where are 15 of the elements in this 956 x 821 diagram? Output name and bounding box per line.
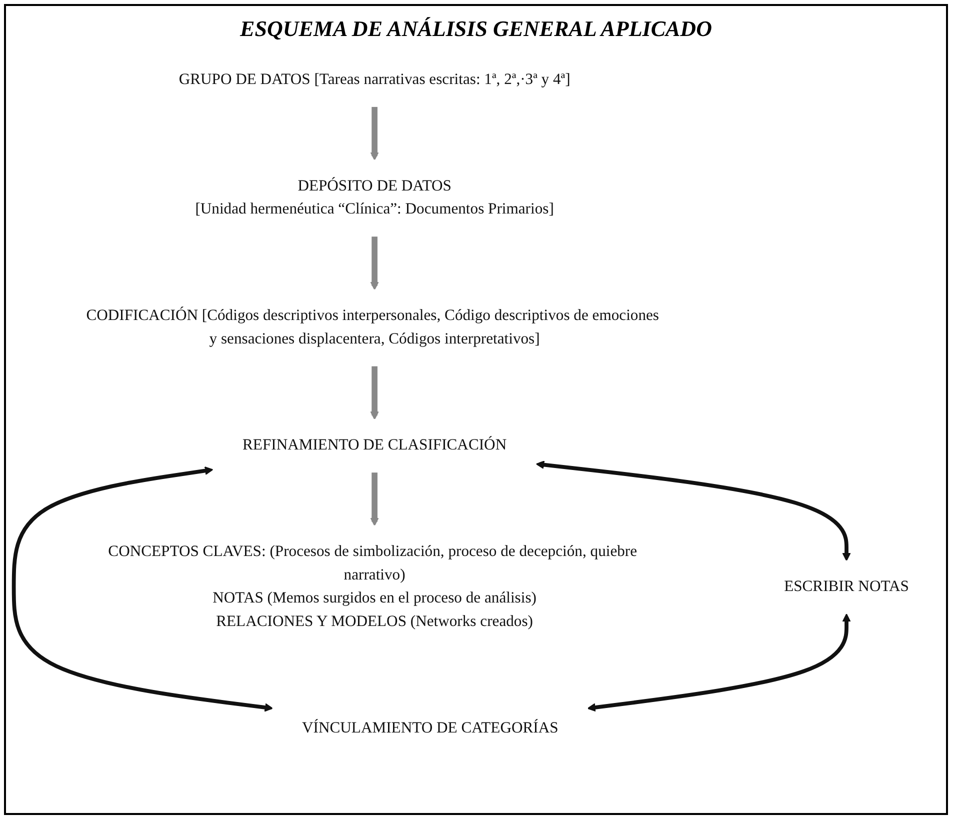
- node-text: DEPÓSITO DE DATOS [Unidad hermenéutica “Clínica”: Documentos Primarios]: [195, 178, 554, 218]
- arrow: [370, 472, 379, 526]
- node-text: GRUPO DE DATOS [Tareas narrativas escritas: 1ª, 2ª,·3ª y 4ª]: [178, 71, 570, 88]
- node-text: VÍNCULAMIENTO DE CATEGORÍAS: [302, 720, 558, 736]
- arrow: [370, 366, 379, 420]
- arrow: [12, 466, 274, 712]
- arrow: [587, 613, 851, 712]
- node-text: REFINAMIENTO DE CLASIFICACIÓN: [242, 436, 507, 454]
- node-text: CODIFICACIÓN [Códigos descriptivos interpersonales, Código descriptivos de emociones y sensaciones displacentera, Códigos interpretativos]: [86, 307, 660, 348]
- node-text: CONCEPTOS CLAVES: (Procesos de simbolización, proceso de decepción, quiebre narrativo) NOTAS (Memos surgidos en el proceso de análisis) RELACIONES Y MODELOS (Networks creados): [108, 543, 638, 630]
- diagram-title: ESQUEMA DE ANÁLISIS GENERAL APLICADO: [240, 16, 712, 42]
- arrow: [370, 106, 379, 160]
- node-text: ESCRIBIR NOTAS: [784, 578, 909, 595]
- arrow: [536, 460, 851, 562]
- arrow: [370, 236, 379, 290]
